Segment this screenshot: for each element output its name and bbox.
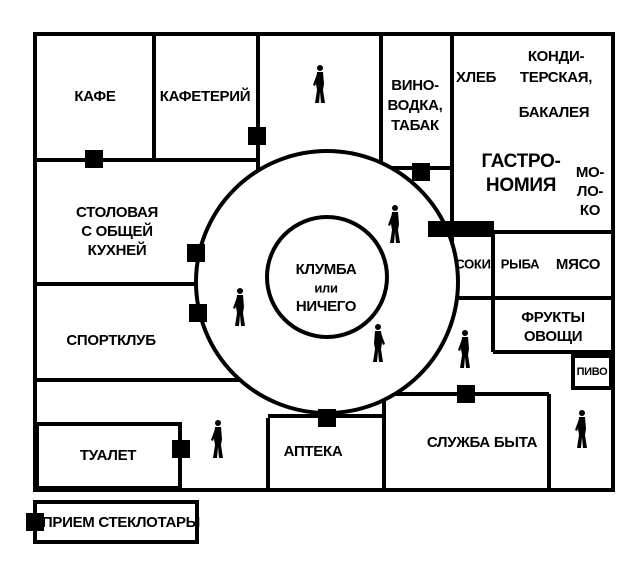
milk-label-2: ЛО- [577,183,604,200]
flowerbed-label-1: КЛУМБА [296,261,357,278]
cafe-label: КАФЕ [74,88,116,105]
bread-label: ХЛЕБ [456,69,497,86]
building-outline [33,32,615,492]
doors [26,127,494,531]
door-marker-icon [172,440,190,458]
walls [33,32,615,544]
door-marker-icon [85,150,103,168]
beer-label: ПИВО [577,366,609,378]
fruits-label-1: ФРУКТЫ [521,309,585,326]
milk-label-3: КО [580,202,601,219]
walking-person-icon [211,420,223,458]
walking-person-icon [313,65,325,103]
door-marker-icon [189,304,207,322]
walking-person-icon [575,410,587,448]
confectionery-label-1: КОНДИ- [528,48,585,65]
door-marker-icon [187,244,205,262]
pharmacy-label: АПТЕКА [284,443,343,460]
walking-person-icon [458,330,470,368]
door-marker-icon [248,127,266,145]
services-label: СЛУЖБА БЫТА [427,434,538,451]
cafeteria-label: КАФЕТЕРИЙ [160,87,250,105]
flowerbed-label-2: или [314,280,338,295]
gastronomy-label-1: ГАСТРО- [481,151,560,172]
milk-label-1: МО- [576,164,605,181]
flowerbed-circle [265,215,389,339]
meat-label: МЯСО [556,256,601,273]
canteen-label-1: СТОЛОВАЯ [76,204,158,221]
canteen-label-2: С ОБЩЕЙ [81,222,152,240]
labels: КАФЕ КАФЕТЕРИЙ ВИНО- ВОДКА, ТАБАК ХЛЕБ К… [42,48,609,531]
gastronomy-label-2: НОМИЯ [486,175,556,196]
fruits-label-2: ОВОЩИ [524,328,582,345]
toilet-label: ТУАЛЕТ [80,447,136,464]
door-marker-icon [412,163,430,181]
door-marker-icon [428,221,494,237]
beer-stall-outline [571,354,613,390]
sportclub-label: СПОРТКЛУБ [66,332,156,349]
bottles-label: ПРИЕМ СТЕКЛОТАРЫ [42,514,200,531]
wine-label-3: ТАБАК [391,117,440,134]
door-marker-icon [318,409,336,427]
flowerbed-label-3: НИЧЕГО [296,298,357,315]
wine-label-2: ВОДКА, [388,97,443,114]
fish-label: РЫБА [501,256,540,271]
wine-label-1: ВИНО- [391,77,439,94]
juices-label: СОКИ [455,256,490,271]
canteen-label-3: КУХНЕЙ [88,241,147,259]
confectionery-label-2: ТЕРСКАЯ, [520,69,592,86]
grocery-label: БАКАЛЕЯ [519,104,589,121]
door-marker-icon [457,385,475,403]
door-marker-icon [26,513,44,531]
